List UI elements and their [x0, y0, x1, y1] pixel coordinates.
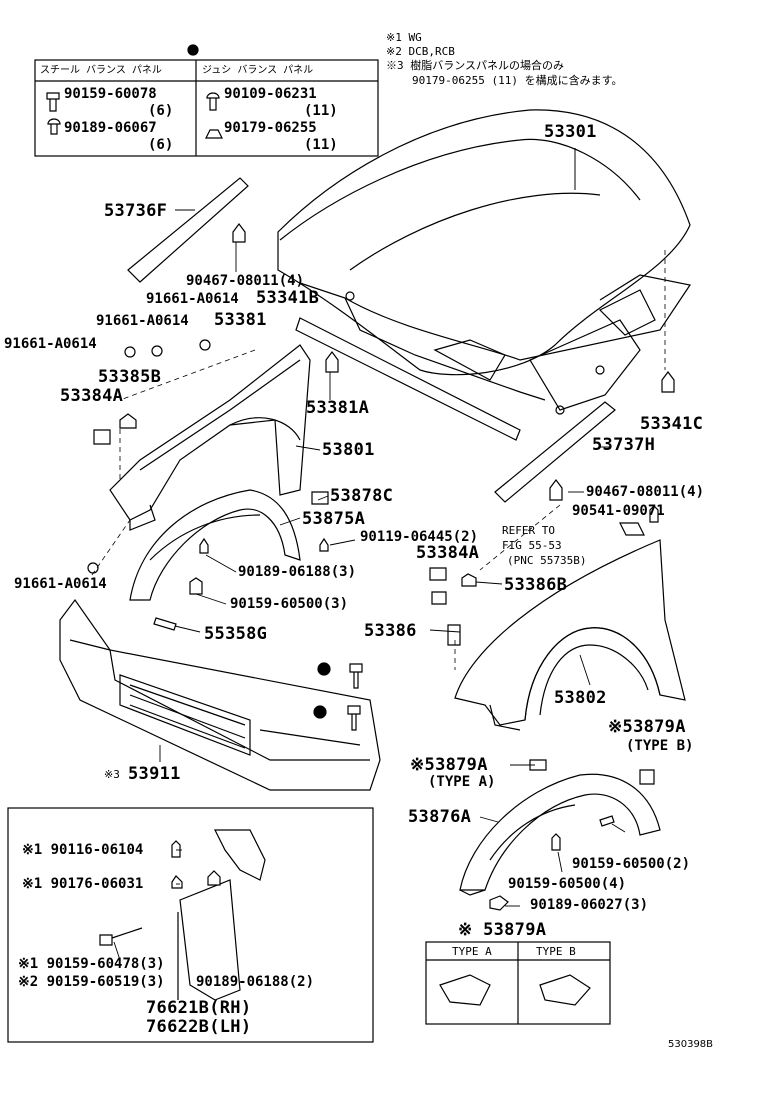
- apron-53801: [109, 344, 311, 531]
- qty-steel-a: (6): [148, 103, 174, 119]
- col-steel-panel: スチール バランス パネル: [40, 65, 162, 76]
- part-90159-60078: 90159-60078: [64, 86, 157, 102]
- label-90119: 90119-06445(2): [360, 529, 479, 545]
- label-53802: 53802: [554, 688, 607, 708]
- label-76622B: 76622B(LH): [146, 1017, 252, 1037]
- qty-resin-b: (11): [304, 137, 338, 153]
- hood-53301: [277, 109, 691, 415]
- liner-53875A: [91, 489, 301, 601]
- diagram-code: 530398B: [668, 1039, 714, 1050]
- label-53384A-b: 53384A: [416, 543, 480, 563]
- label-53341B: 53341B: [256, 288, 320, 308]
- seal-53341B: [295, 317, 521, 441]
- label-53737H: 53737H: [592, 435, 656, 455]
- label-90189-a: 90189-06188(3): [238, 564, 357, 580]
- label-53381: 53381: [214, 310, 267, 330]
- label-90159-60478: ※1 90159-60478(3): [18, 956, 165, 972]
- liner-53876A: [459, 759, 661, 911]
- bumper-53911: [59, 598, 381, 791]
- label-53876A: 53876A: [408, 807, 472, 827]
- label-53875A: 53875A: [302, 509, 366, 529]
- label-53341C: 53341C: [640, 414, 704, 434]
- label-53879A-c: ※ 53879A: [458, 920, 547, 940]
- label-53301: 53301: [544, 122, 597, 142]
- clips: [87, 223, 675, 646]
- part-90109-06231: 90109-06231: [224, 86, 317, 102]
- bolt-icons-table: [46, 92, 223, 139]
- label-53381A: 53381A: [306, 398, 370, 418]
- bolt-icons-bumper: [313, 662, 363, 731]
- col-resin-panel: ジュシ バランス パネル: [202, 65, 314, 76]
- note-3: ※3 樹脂バランスパネルの場合のみ: [386, 59, 565, 72]
- qty-resin-a: (11): [304, 103, 338, 119]
- label-91661-d: 91661-A0614: [14, 576, 107, 592]
- strip-53736F: [127, 177, 249, 283]
- label-53879A-b: ※53879A: [608, 717, 686, 737]
- label-90116: ※1 90116-06104: [22, 842, 144, 858]
- label-91661-a: 91661-A0614: [146, 291, 239, 307]
- leader-lines: [113, 209, 626, 961]
- refer-to-line1: REFER TO: [502, 524, 555, 537]
- label-53386: 53386: [364, 621, 417, 641]
- qty-steel-b: (6): [148, 137, 174, 153]
- label-91661-b: 91661-A0614: [96, 313, 189, 329]
- mudguard-box: [7, 807, 374, 1043]
- label-90467-a: 90467-08011(4): [186, 273, 305, 289]
- note-1: ※1 WG: [386, 31, 422, 44]
- type-b-header: TYPE B: [536, 945, 576, 958]
- label-53878C: 53878C: [330, 486, 394, 506]
- label-90159-60519: ※2 90159-60519(3): [18, 974, 165, 990]
- label-53385B: 53385B: [98, 367, 162, 387]
- refer-to-line3: (PNC 55735B): [507, 554, 587, 567]
- label-53801: 53801: [322, 440, 375, 460]
- label-90159-a: 90159-60500(3): [230, 596, 349, 612]
- label-53384A: 53384A: [60, 386, 124, 406]
- refer-to-line2: FIG 55-53: [502, 539, 562, 552]
- label-53879A-a: ※53879A: [410, 755, 488, 775]
- label-type-a: (TYPE A): [428, 774, 496, 790]
- strip-53737H: [494, 401, 616, 503]
- label-90189-06188-mud: 90189-06188(2): [196, 974, 315, 990]
- part-90179-06255: 90179-06255: [224, 120, 317, 136]
- label-53386B: 53386B: [504, 575, 568, 595]
- label-90176: ※1 90176-06031: [22, 876, 144, 892]
- label-91661-c: 91661-A0614: [4, 336, 97, 352]
- type-a-header: TYPE A: [452, 945, 492, 958]
- label-type-b: (TYPE B): [626, 738, 694, 754]
- label-90189-b: 90189-06027(3): [530, 897, 649, 913]
- part-90189-06067: 90189-06067: [64, 120, 157, 136]
- label-90159-b: 90159-60500(2): [572, 856, 691, 872]
- fastener-table-frame: [34, 44, 379, 157]
- label-90159-c: 90159-60500(4): [508, 876, 627, 892]
- note-2: ※2 DCB,RCB: [386, 45, 455, 58]
- label-53911: 53911: [128, 764, 181, 784]
- label-53911-mark: ※3: [104, 768, 120, 781]
- label-90467-b: 90467-08011(4): [586, 484, 705, 500]
- label-53736F: 53736F: [104, 201, 168, 221]
- note-3-detail: 90179-06255 (11) を構成に含みます。: [412, 74, 623, 87]
- fender-53802: [454, 504, 686, 731]
- label-90541: 90541-09071: [572, 503, 665, 519]
- label-76621B: 76621B(RH): [146, 998, 252, 1018]
- type-table-frame: [425, 941, 611, 1025]
- label-55358G: 55358G: [204, 624, 268, 644]
